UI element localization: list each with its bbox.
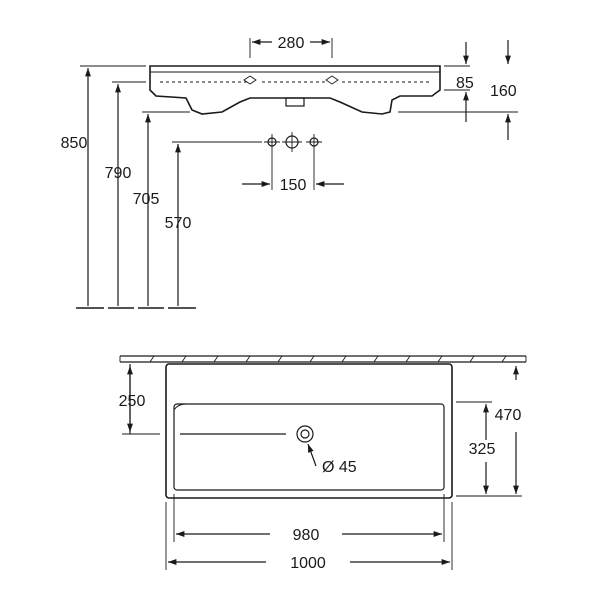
basin-side-outline bbox=[149, 65, 441, 115]
dim-570: 570 bbox=[165, 215, 192, 232]
dim-470: 470 bbox=[495, 407, 522, 424]
dim-85: 85 bbox=[456, 75, 474, 92]
side-view: 280 85 160 850 790 705 570 bbox=[61, 35, 518, 309]
dim-980: 980 bbox=[293, 527, 320, 544]
dim-850: 850 bbox=[61, 135, 88, 152]
tap-holes bbox=[264, 132, 322, 152]
dim-45: Ø 45 bbox=[322, 459, 357, 476]
basin-top-outline bbox=[165, 363, 453, 499]
waste-outlet bbox=[285, 97, 305, 107]
dim-790: 790 bbox=[105, 165, 132, 182]
waste-hole bbox=[296, 425, 314, 443]
dim-705: 705 bbox=[133, 191, 160, 208]
top-view: Ø 45 250 470 325 980 1000 bbox=[119, 355, 527, 572]
dim-250: 250 bbox=[119, 393, 146, 410]
dim-150: 150 bbox=[280, 177, 307, 194]
dim-325: 325 bbox=[469, 441, 496, 458]
tap-hole-marks bbox=[243, 75, 339, 85]
basin-bowl bbox=[173, 403, 445, 491]
dim-1000: 1000 bbox=[290, 555, 326, 572]
wall-strip bbox=[119, 355, 527, 363]
dim-160: 160 bbox=[490, 83, 517, 100]
dim-280: 280 bbox=[278, 35, 305, 52]
